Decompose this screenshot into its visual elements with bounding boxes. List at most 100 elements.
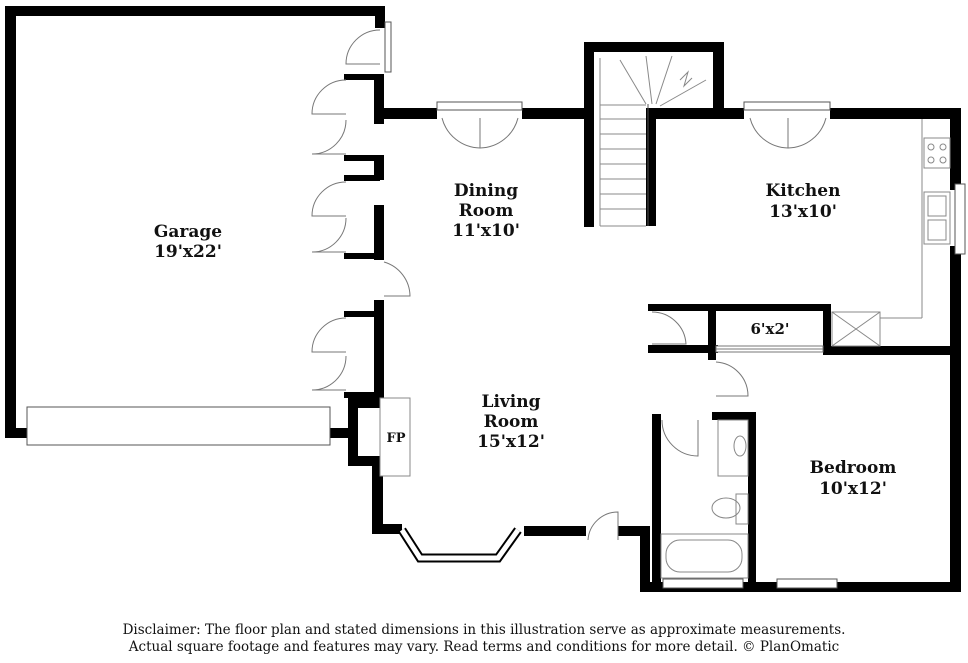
door-jamb bbox=[344, 155, 380, 161]
kitchen-side-window bbox=[954, 183, 966, 255]
burner-icon bbox=[927, 156, 935, 164]
dining-name-2: Room bbox=[459, 201, 514, 221]
door-swing bbox=[787, 117, 827, 149]
door-swing bbox=[749, 117, 789, 149]
door-swing bbox=[311, 217, 347, 253]
door-swing bbox=[479, 117, 519, 149]
toilet-icon bbox=[711, 497, 741, 519]
door-swing bbox=[311, 317, 347, 353]
kitchen-size: 13'x10' bbox=[769, 202, 837, 222]
doors bbox=[311, 29, 827, 541]
garage-size: 19'x22' bbox=[154, 242, 222, 262]
closet-top-wall bbox=[648, 304, 830, 311]
dining-top-wall bbox=[375, 108, 437, 119]
stove bbox=[923, 137, 951, 169]
bathtub-basin bbox=[665, 539, 743, 573]
fireplace-wall bbox=[348, 456, 380, 466]
door-swing bbox=[715, 361, 749, 397]
kitchen-top-wall bbox=[830, 108, 954, 119]
pantry-x bbox=[831, 311, 881, 347]
kitchen-sink bbox=[923, 191, 951, 245]
kitchen-window bbox=[743, 101, 831, 111]
disclaimer: Disclaimer: The floor plan and stated di… bbox=[0, 622, 968, 656]
party-wall-3 bbox=[374, 205, 384, 260]
bathtub bbox=[660, 533, 749, 579]
door-jamb bbox=[344, 175, 380, 181]
fireplace-wall bbox=[348, 398, 380, 408]
bedroom-size: 10'x12' bbox=[819, 479, 887, 499]
kitchen-right-wall bbox=[950, 108, 961, 190]
burner-icon bbox=[939, 156, 947, 164]
walls bbox=[5, 6, 961, 592]
party-wall-5 bbox=[374, 310, 384, 400]
burner-icon bbox=[939, 143, 947, 151]
living-bottom-wall-end bbox=[618, 526, 648, 536]
dining-top-wall-right bbox=[522, 108, 588, 119]
toilet-tank bbox=[735, 493, 749, 525]
garage-bottom-wall-left bbox=[5, 428, 27, 438]
bath-top-wall bbox=[712, 412, 756, 420]
garage-top-wall bbox=[5, 6, 385, 16]
living-name-1: Living bbox=[482, 392, 541, 412]
disclaimer-line-1: Disclaimer: The floor plan and stated di… bbox=[122, 622, 846, 638]
winder bbox=[619, 59, 647, 105]
door-swing bbox=[311, 355, 347, 391]
party-wall-2 bbox=[374, 155, 384, 180]
door-swing bbox=[587, 511, 619, 541]
garage-top-right-stub bbox=[375, 6, 385, 28]
garage-door bbox=[26, 406, 331, 446]
garage-bottom-wall-right bbox=[330, 428, 352, 438]
kitchen-name: Kitchen bbox=[766, 181, 841, 201]
closet-right-wall bbox=[823, 304, 831, 354]
winder bbox=[655, 55, 673, 105]
closet-bottom-wall bbox=[648, 345, 718, 353]
door-swing bbox=[311, 79, 347, 115]
bath-outer-wall bbox=[640, 526, 650, 592]
living-name-2: Room bbox=[484, 412, 539, 432]
bedroom-window bbox=[776, 578, 838, 589]
bay-window-glass bbox=[399, 528, 521, 561]
door-swing bbox=[383, 261, 411, 297]
fireplace-label: FP bbox=[386, 431, 405, 446]
bath-bedroom-wall bbox=[748, 412, 756, 592]
kitchen-fixtures bbox=[831, 119, 951, 347]
stair-left-wall bbox=[584, 42, 594, 227]
dining-window bbox=[436, 101, 523, 111]
staircase bbox=[599, 55, 707, 227]
closet-divider bbox=[708, 304, 716, 360]
stair-bottom-wall bbox=[652, 108, 744, 119]
dining-name-1: Dining bbox=[454, 181, 518, 201]
door-swing bbox=[651, 311, 687, 345]
door-swing bbox=[441, 117, 481, 149]
bedroom-top-wall bbox=[823, 346, 961, 355]
stair-right-wall bbox=[713, 42, 724, 119]
bath-sink-icon bbox=[733, 435, 747, 457]
door-jamb bbox=[344, 74, 380, 80]
living-bottom-wall-right bbox=[524, 526, 586, 536]
door-jamb bbox=[344, 311, 380, 317]
door-swing bbox=[311, 119, 347, 155]
disclaimer-line-2: Actual square footage and features may v… bbox=[128, 639, 840, 655]
bedroom-name: Bedroom bbox=[810, 458, 897, 478]
sink-basin bbox=[927, 219, 947, 241]
stair-break bbox=[679, 70, 693, 88]
winder bbox=[645, 55, 653, 105]
door-swing bbox=[311, 181, 347, 217]
fireplace-wall bbox=[348, 398, 358, 466]
dining-size: 11'x10' bbox=[452, 221, 520, 241]
stair-inner-wall bbox=[646, 108, 656, 226]
windows bbox=[26, 21, 966, 589]
living-left-wall bbox=[372, 456, 383, 534]
bath-window bbox=[662, 578, 744, 589]
kitchen-right-wall-lower bbox=[950, 246, 961, 356]
room-labels: Garage 19'x22' Dining Room 11'x10' Kitch… bbox=[154, 181, 896, 499]
garage-name: Garage bbox=[154, 222, 222, 242]
living-size: 15'x12' bbox=[477, 432, 545, 452]
burner-icon bbox=[927, 143, 935, 151]
vanity bbox=[717, 419, 749, 477]
sink-basin bbox=[927, 195, 947, 217]
door-jamb bbox=[344, 253, 380, 259]
door-swing bbox=[345, 29, 381, 65]
garage-side-door bbox=[384, 21, 392, 73]
